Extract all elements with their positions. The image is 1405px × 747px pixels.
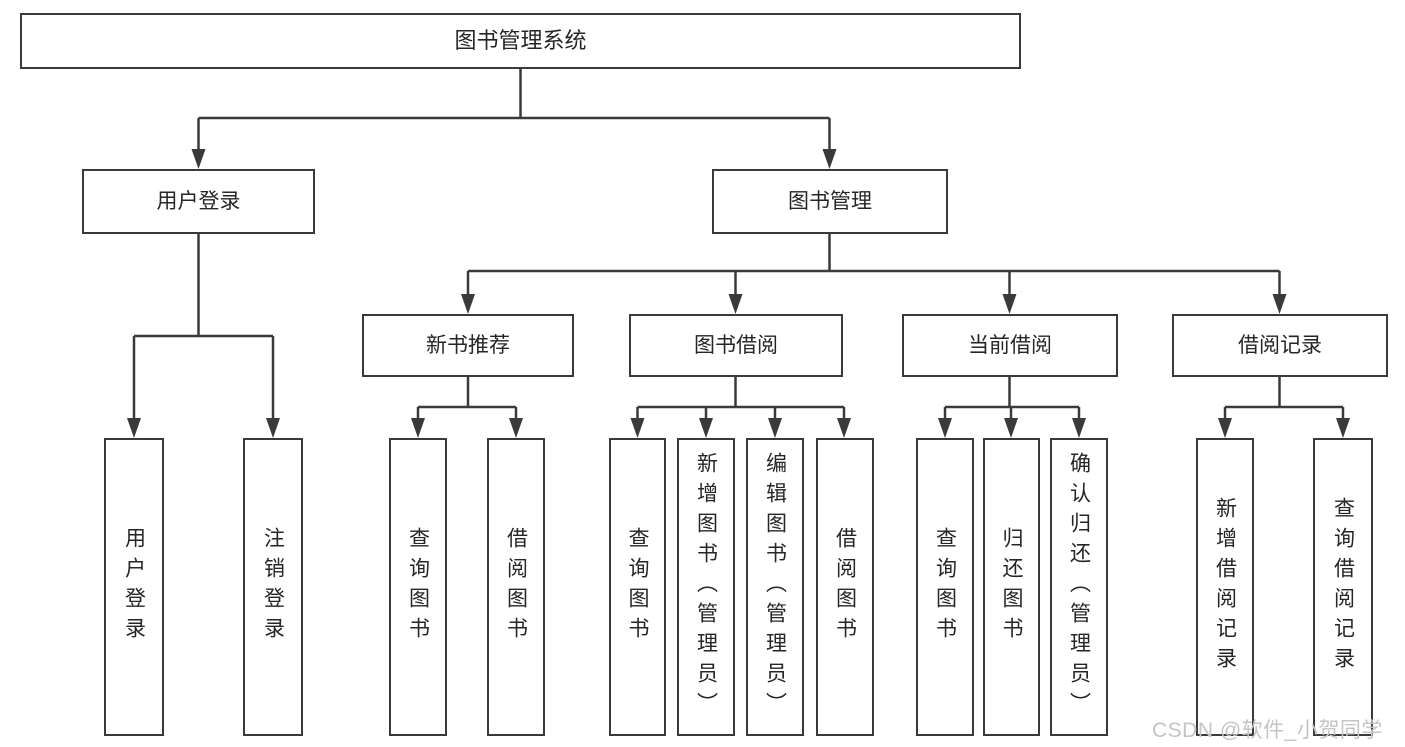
leaf-confirm-return-admin: 确认归还（管理员）: [1050, 438, 1108, 736]
node-book-management: 图书管理: [712, 169, 948, 234]
connector-root-to-level2: [197, 68, 831, 150]
connector-userlogin-to-leaves: [132, 233, 275, 419]
leaf-user-login: 用户登录: [104, 438, 164, 736]
csdn-watermark: CSDN @软件_小贺同学: [1152, 719, 1383, 742]
connector-bookborrow-to-leaves: [636, 376, 846, 419]
node-library-management-system: 图书管理系统: [20, 13, 1021, 69]
connector-newbook-to-leaves: [416, 376, 518, 419]
leaf-borrow-books: 借阅图书: [816, 438, 874, 736]
leaf-query-books-current: 查询图书: [916, 438, 974, 736]
leaf-borrow-books-recommend: 借阅图书: [487, 438, 545, 736]
leaf-edit-books-admin: 编辑图书（管理员）: [746, 438, 804, 736]
node-borrowing-records: 借阅记录: [1172, 314, 1388, 377]
node-user-login: 用户登录: [82, 169, 315, 234]
leaf-query-books-recommend: 查询图书: [389, 438, 447, 736]
arrowheads: [127, 149, 1350, 438]
leaf-query-borrow-record: 查询借阅记录: [1313, 438, 1373, 736]
leaf-query-books-borrowing: 查询图书: [609, 438, 666, 736]
connector-currentborrow-to-leaves: [943, 376, 1081, 419]
leaf-return-books: 归还图书: [983, 438, 1040, 736]
leaf-add-borrow-record: 新增借阅记录: [1196, 438, 1254, 736]
node-current-borrowing: 当前借阅: [902, 314, 1118, 377]
connector-bookmgmt-to-level3: [466, 233, 1281, 295]
connector-borrowrecord-to-leaves: [1223, 376, 1345, 419]
node-book-borrowing: 图书借阅: [629, 314, 843, 377]
leaf-logout: 注销登录: [243, 438, 303, 736]
leaf-add-books-admin: 新增图书（管理员）: [677, 438, 735, 736]
node-new-book-recommend: 新书推荐: [362, 314, 574, 377]
